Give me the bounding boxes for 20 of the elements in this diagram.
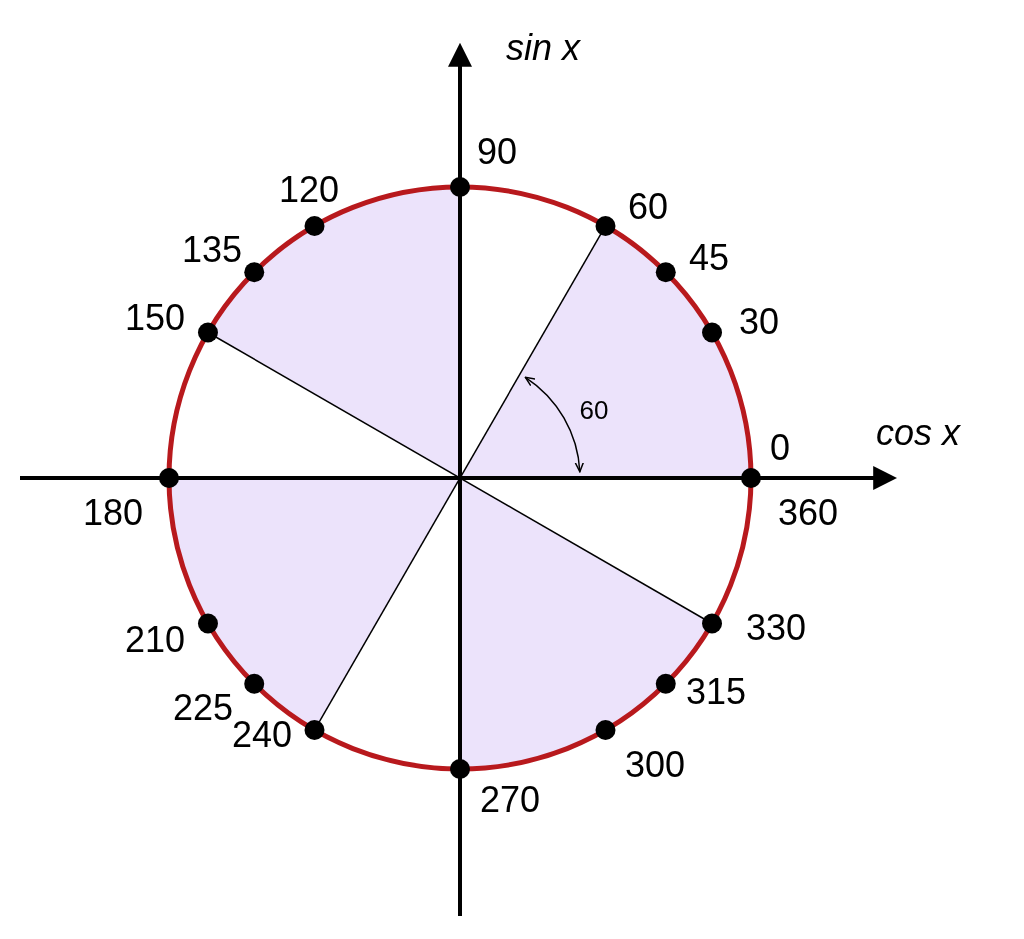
angle-label: 0 [770,430,790,466]
axis-label: cos x [876,415,960,451]
angle-label: 240 [231,717,293,753]
angle-label: 225 [172,690,234,726]
angle-label: 330 [745,610,807,646]
angle-label: 270 [479,782,541,818]
angle-label: 60 [579,397,609,423]
angle-label: 300 [624,747,686,783]
angle-label: 315 [685,674,747,710]
angle-label: 180 [82,495,144,531]
angle-label: 150 [124,300,186,336]
angle-label: 120 [278,172,340,208]
angle-label: 135 [181,232,243,268]
angle-label: 60 [628,189,668,225]
angle-label: 360 [777,495,839,531]
angle-label: 30 [739,304,779,340]
angle-label: 45 [689,240,729,276]
axis-label: sin x [506,30,580,66]
angle-label: 90 [477,134,517,170]
angle-label: 210 [124,622,186,658]
